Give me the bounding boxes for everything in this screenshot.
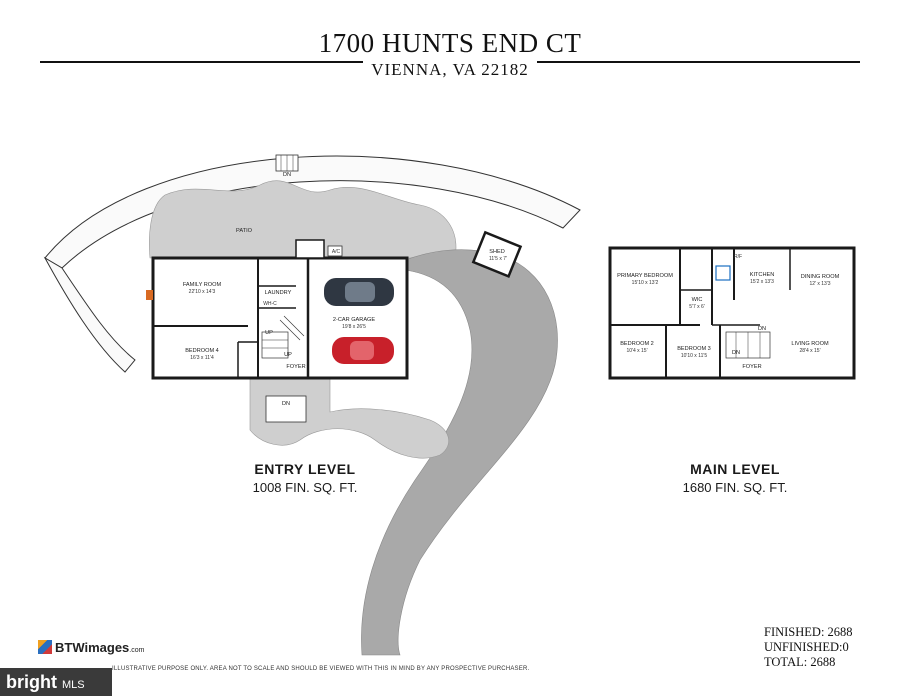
up-label-1: UP (265, 330, 273, 336)
shed-dim: 11'5 x 7' (489, 256, 507, 262)
unfinished-total: UNFINISHED:0 (764, 640, 849, 654)
wic-dim: 5'7 x 6' (689, 304, 705, 310)
patio-label: PATIO (236, 228, 253, 234)
kitchen-label: KITCHEN (750, 272, 775, 278)
wic-label: WIC (692, 297, 703, 303)
main-dn-label-2: DN (732, 350, 740, 356)
patio-area (149, 180, 457, 259)
bedroom4-label: BEDROOM 4 (185, 348, 219, 354)
main-dn-label-1: DN (758, 326, 766, 332)
dn-top-label: DN (283, 172, 291, 178)
entry-level-plan: PATIO FAMILY ROOM 22'10 x 14'3 LAUNDRY W… (43, 154, 581, 656)
driveway (361, 249, 558, 656)
grand-total: TOTAL: 2688 (764, 655, 836, 669)
btw-logo-icon (38, 640, 52, 654)
kitchen-dim: 15'2 x 13'3 (750, 279, 774, 285)
main-house-walls (608, 246, 856, 380)
bedroom2-label: BEDROOM 2 (620, 341, 654, 347)
deck-side (43, 256, 136, 373)
disclaimer-text: ILLUSTRATIVE PURPOSE ONLY. AREA NOT TO S… (112, 666, 530, 672)
title-rule-left (40, 61, 370, 63)
up-label-2: UP (284, 352, 292, 358)
city-subtitle: VIENNA, VA 22182 (0, 60, 900, 80)
dn-bottom-label: DN (282, 401, 290, 407)
front-steps (265, 395, 307, 423)
address-title: 1700 HUNTS END CT (318, 28, 582, 58)
primary-bedroom-label: PRIMARY BEDROOM (617, 273, 673, 279)
entry-level-title: ENTRY LEVEL (254, 461, 356, 477)
bedroom4-dim: 16'3 x 11'4 (190, 355, 214, 361)
primary-bedroom-dim: 15'10 x 13'2 (632, 280, 659, 286)
dining-room-label: DINING ROOM (801, 274, 840, 280)
living-room-label: LIVING ROOM (791, 341, 829, 347)
family-room-label: FAMILY ROOM (183, 282, 222, 288)
bedroom2-dim: 10'4 x 15' (626, 348, 647, 354)
main-foyer-label: FOYER (742, 364, 761, 370)
laundry-label: LAUNDRY (265, 290, 292, 296)
bright-mls-logo: bright MLS (0, 668, 112, 696)
entry-level-sqft: 1008 FIN. SQ. FT. (252, 480, 358, 495)
entry-stairs (261, 331, 289, 359)
title-rule-right (530, 61, 860, 63)
garage-label: 2-CAR GARAGE (333, 317, 376, 323)
main-level-plan: PRIMARY BEDROOM 15'10 x 13'2 WIC 5'7 x 6… (608, 246, 856, 380)
btw-images-logo: BTWimages.com (38, 640, 144, 655)
living-room-dim: 28'4 x 15' (799, 348, 820, 354)
wh-label: WH-C (263, 301, 277, 307)
main-level-sqft: 1680 FIN. SQ. FT. (682, 480, 788, 495)
finished-total: FINISHED: 2688 (764, 625, 853, 639)
bedroom3-label: BEDROOM 3 (677, 346, 711, 352)
dining-room-dim: 12' x 13'3 (809, 281, 830, 287)
ac-label: A/C (332, 249, 341, 255)
sqft-totals: FINISHED: 2688 UNFINISHED:0 TOTAL: 2688 (764, 625, 853, 670)
shed-label: SHED (489, 249, 505, 255)
shed-box (471, 230, 523, 278)
entry-foyer-label: FOYER (286, 364, 305, 370)
rf-label: R/F (734, 254, 742, 260)
main-level-title: MAIN LEVEL (690, 461, 780, 477)
bedroom3-dim: 10'10 x 11'5 (681, 353, 708, 359)
garage-dim: 19'8 x 26'5 (342, 324, 366, 330)
family-room-dim: 22'10 x 14'3 (189, 289, 216, 295)
